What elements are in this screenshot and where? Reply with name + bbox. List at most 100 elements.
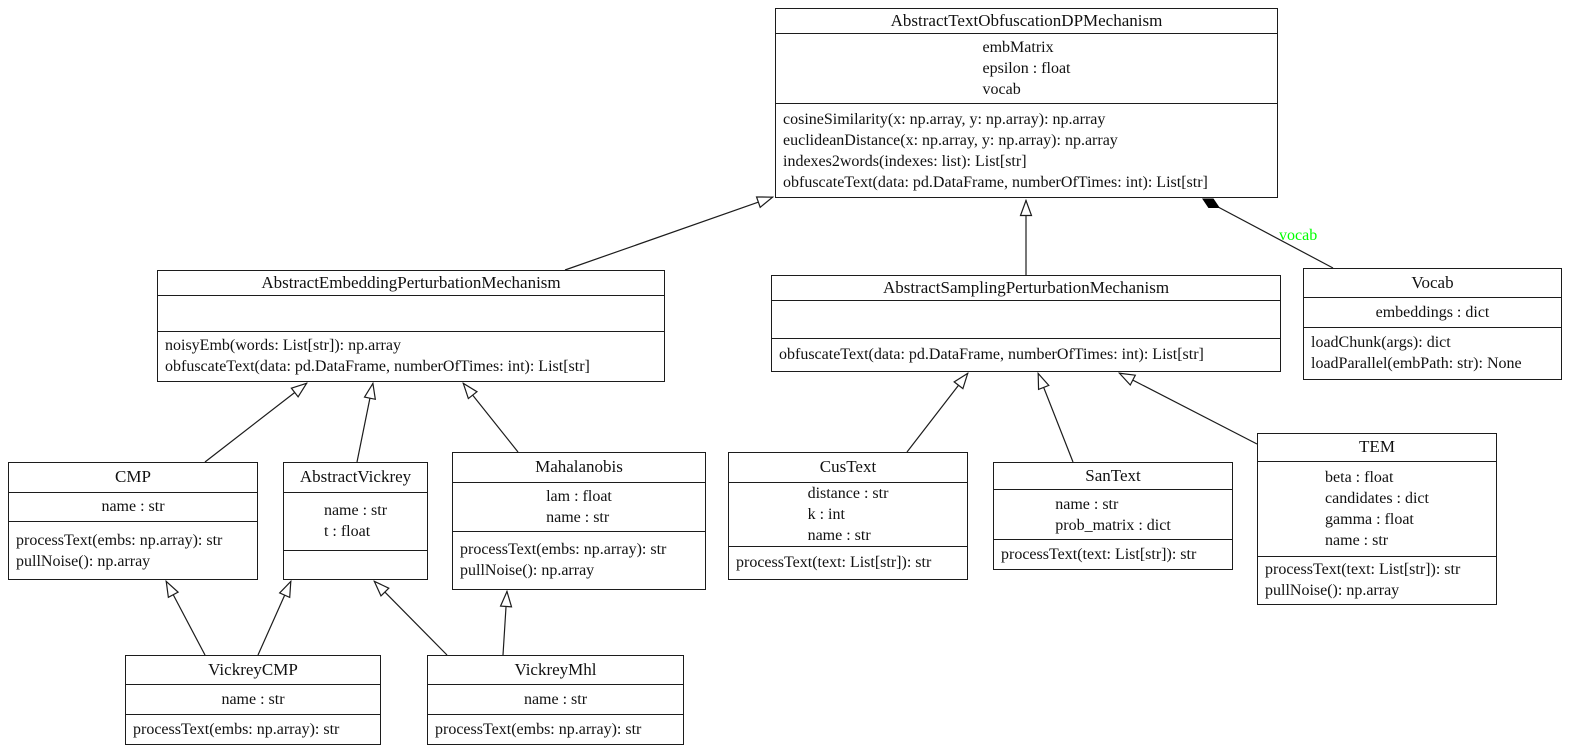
attribute-lines: beta : float candidates : dict gamma : flo… — [1325, 467, 1429, 551]
attributes-section: name : str t : float — [284, 493, 427, 552]
attribute: name : str — [807, 526, 871, 544]
method-lines: noisyEmb(words: List[str]): np.array obfu… — [165, 335, 590, 377]
class-title: Vocab — [1304, 269, 1561, 299]
class-Vocab: Vocab embeddings : dict loadChunk(args): d… — [1303, 268, 1562, 380]
attributes-section: embeddings : dict — [1304, 298, 1561, 328]
methods-section: obfuscateText(data: pd.DataFrame, number… — [772, 339, 1280, 371]
method: indexes2words(indexes: list): List[str] — [783, 152, 1027, 170]
attribute: t : float — [323, 523, 371, 541]
attributes-section: embMatrix epsilon : float vocab — [776, 34, 1277, 104]
method: processText(text: List[str]): str — [1265, 561, 1461, 579]
class-VickreyMhl: VickreyMhl name : str processText(embs: np… — [427, 655, 684, 745]
edge-CMP-to-AbstractEmbeddingPerturbationMechanism — [204, 383, 307, 463]
attributes-section: name : str — [9, 493, 257, 522]
method-lines: processText(text: List[str]): str — [1001, 544, 1196, 565]
class-title: AbstractTextObfuscationDPMechanism — [776, 9, 1277, 34]
class-title: VickreyMhl — [428, 656, 683, 686]
attributes-section: name : str prob_matrix : dict — [994, 490, 1232, 540]
attribute: name : str — [221, 691, 285, 709]
class-title: AbstractVickrey — [284, 463, 427, 493]
method-lines: processText(embs: np.array): str — [133, 719, 339, 740]
class-title: TEM — [1258, 434, 1496, 462]
class-AbstractEmbeddingPerturbationMechanism: AbstractEmbeddingPerturbationMechanism no… — [157, 270, 665, 382]
method: processText(embs: np.array): str — [16, 531, 223, 549]
method-lines: processText(embs: np.array): str pullNois… — [460, 539, 666, 581]
attribute-lines: embeddings : dict — [1376, 302, 1490, 323]
method: processText(embs: np.array): str — [460, 541, 667, 559]
attribute-lines: embMatrix epsilon : float vocab — [983, 37, 1071, 100]
method: processText(text: List[str]): str — [736, 554, 932, 572]
method: obfuscateText(data: pd.DataFrame, number… — [165, 358, 590, 376]
attribute: epsilon : float — [982, 59, 1071, 77]
attribute-lines: name : str prob_matrix : dict — [1055, 494, 1171, 536]
edge-CusText-to-AbstractSamplingPerturbationMechanism — [906, 373, 968, 453]
edge-AbstractEmbeddingPerturbationMechanism-to-AbstractTextObfuscationDPMechanism — [564, 197, 773, 271]
edge-Vocab-to-AbstractTextObfuscationDPMechanism — [1203, 198, 1334, 269]
methods-section: processText(embs: np.array): str — [126, 715, 380, 744]
attribute: name : str — [1055, 495, 1119, 513]
attribute-lines: name : str — [524, 689, 587, 710]
attribute: k : int — [807, 505, 845, 523]
class-title: Mahalanobis — [453, 453, 705, 483]
methods-section: processText(embs: np.array): str — [428, 715, 683, 744]
attribute: name : str — [323, 502, 388, 520]
edge-label-vocab: vocab — [1279, 227, 1317, 244]
method: noisyEmb(words: List[str]): np.array — [165, 337, 401, 355]
methods-section — [284, 551, 427, 579]
method: processText(embs: np.array): str — [133, 720, 340, 738]
attributes-section — [772, 301, 1280, 339]
attribute: distance : str — [807, 484, 889, 502]
attribute: beta : float — [1325, 468, 1394, 486]
attributes-section: name : str — [428, 685, 683, 715]
method: processText(text: List[str]): str — [1001, 545, 1197, 563]
class-title: CusText — [729, 453, 967, 483]
attributes-section: lam : float name : str — [453, 483, 705, 532]
class-TEM: TEM beta : float candidates : dict gamma : … — [1257, 433, 1497, 605]
method: processText(embs: np.array): str — [435, 720, 642, 738]
edge-AbstractVickrey-to-AbstractEmbeddingPerturbationMechanism — [356, 383, 373, 463]
method-lines: processText(embs: np.array): str — [435, 719, 641, 740]
attribute: candidates : dict — [1325, 489, 1429, 507]
attributes-section — [158, 296, 664, 332]
method-lines: loadChunk(args): dict loadParallel(embPat… — [1311, 332, 1522, 374]
method: loadChunk(args): dict — [1311, 334, 1451, 352]
attribute-lines: name : str — [221, 689, 284, 710]
edge-Mahalanobis-to-AbstractEmbeddingPerturbationMechanism — [463, 383, 519, 453]
methods-section: processText(text: List[str]): str — [729, 547, 967, 579]
attribute-lines: name : str t : float — [324, 500, 387, 542]
edge-VickreyCMP-to-CMP — [166, 581, 206, 656]
class-title: CMP — [9, 463, 257, 493]
attribute: embMatrix — [982, 38, 1054, 56]
method: euclideanDistance(x: np.array, y: np.arr… — [783, 131, 1118, 149]
attribute: name : str — [546, 508, 610, 526]
edge-VickreyCMP-to-AbstractVickrey — [257, 581, 292, 656]
attribute: gamma : float — [1325, 510, 1414, 528]
methods-section: loadChunk(args): dict loadParallel(embPat… — [1304, 328, 1561, 379]
attribute-lines: lam : float name : str — [546, 486, 612, 528]
edge-TEM-to-AbstractSamplingPerturbationMechanism — [1119, 373, 1258, 445]
attribute: prob_matrix : dict — [1055, 516, 1171, 534]
methods-section: noisyEmb(words: List[str]): np.array obfu… — [158, 332, 664, 381]
attribute: name : str — [101, 498, 165, 516]
class-AbstractVickrey: AbstractVickrey name : str t : float — [283, 462, 428, 580]
attribute: vocab — [982, 80, 1021, 98]
attribute: lam : float — [546, 487, 612, 505]
class-title: AbstractEmbeddingPerturbationMechanism — [158, 271, 664, 296]
method-lines: cosineSimilarity(x: np.array, y: np.arra… — [783, 109, 1208, 193]
attribute-lines: name : str — [101, 496, 164, 517]
method: loadParallel(embPath: str): None — [1311, 355, 1522, 373]
attributes-section: beta : float candidates : dict gamma : flo… — [1258, 462, 1496, 557]
method: pullNoise(): np.array — [460, 562, 595, 580]
attributes-section: name : str — [126, 685, 380, 715]
class-AbstractTextObfuscationDPMechanism: AbstractTextObfuscationDPMechanism embMat… — [775, 8, 1278, 198]
class-CMP: CMP name : str processText(embs: np.array)… — [8, 462, 258, 580]
